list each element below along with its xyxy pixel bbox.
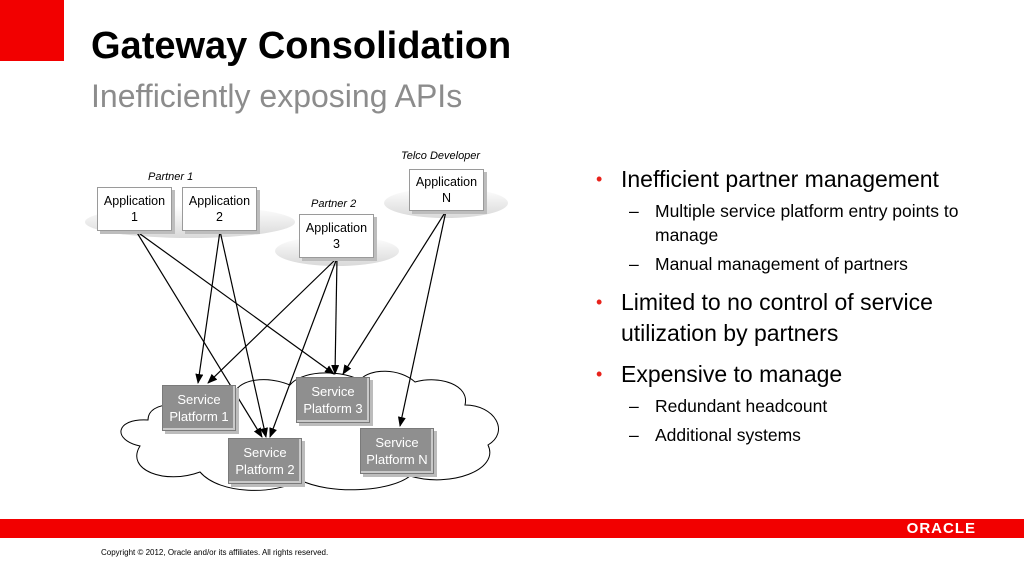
slide-subtitle: Inefficiently exposing APIs bbox=[91, 78, 463, 114]
bullet-item: • Limited to no control of service utiliz… bbox=[592, 287, 1002, 349]
dash-icon: – bbox=[629, 425, 639, 445]
sub-bullet-text: Redundant headcount bbox=[655, 396, 828, 416]
brand-corner-block bbox=[0, 0, 64, 61]
application-1-label: Application 1 bbox=[103, 194, 166, 224]
bullet-item: • Inefficient partner management bbox=[592, 164, 1002, 195]
gateway-diagram: Partner 1 Partner 2 Telco Developer Appl… bbox=[0, 0, 560, 520]
application-3-label: Application 3 bbox=[305, 221, 368, 251]
bullet-text: Expensive to manage bbox=[621, 361, 843, 387]
sub-bullet-item: –Multiple service platform entry points … bbox=[592, 199, 1002, 247]
connection-arrows bbox=[135, 210, 447, 438]
footer-red-bar bbox=[0, 519, 1024, 538]
service-platform-3-label: Service Platform 3 bbox=[303, 384, 363, 416]
application-n-label: Application N bbox=[415, 175, 478, 205]
bullet-dot-icon: • bbox=[596, 292, 603, 312]
partner1-label: Partner 1 bbox=[148, 171, 194, 183]
dash-icon: – bbox=[629, 201, 639, 221]
application-n: Application N bbox=[409, 169, 484, 211]
sub-bullet-item: –Redundant headcount bbox=[592, 394, 1002, 418]
service-platform-2-label: Service Platform 2 bbox=[235, 445, 295, 477]
dash-icon: – bbox=[629, 254, 639, 274]
service-platform-2: Service Platform 2 bbox=[228, 438, 302, 484]
sub-bullet-text: Multiple service platform entry points t… bbox=[655, 201, 959, 245]
service-platform-3: Service Platform 3 bbox=[296, 377, 370, 423]
slide-title: Gateway Consolidation bbox=[91, 25, 512, 67]
application-2-label: Application 2 bbox=[188, 194, 251, 224]
dash-icon: – bbox=[629, 396, 639, 416]
sub-bullet-item: –Manual management of partners bbox=[592, 252, 1002, 276]
application-2: Application 2 bbox=[182, 187, 257, 231]
bullet-text: Inefficient partner management bbox=[621, 166, 939, 192]
partner2-label: Partner 2 bbox=[311, 198, 357, 210]
service-platform-n-label: Service Platform N bbox=[366, 435, 428, 467]
bullet-dot-icon: • bbox=[596, 364, 603, 384]
sub-bullet-text: Additional systems bbox=[655, 425, 801, 445]
bullet-item: • Expensive to manage bbox=[592, 359, 1002, 390]
sub-bullet-text: Manual management of partners bbox=[655, 254, 908, 274]
bullet-list: •Inefficient partner management –Multipl… bbox=[592, 164, 1002, 452]
service-platform-n: Service Platform N bbox=[360, 428, 434, 474]
service-platform-1-label: Service Platform 1 bbox=[169, 392, 229, 424]
sub-bullet-item: –Additional systems bbox=[592, 423, 1002, 447]
copyright-notice: Copyright © 2012, Oracle and/or its affi… bbox=[101, 548, 329, 557]
bullet-dot-icon: • bbox=[596, 169, 603, 189]
telco-developer-label: Telco Developer bbox=[401, 150, 481, 162]
application-1: Application 1 bbox=[97, 187, 172, 231]
service-platform-1: Service Platform 1 bbox=[162, 385, 236, 431]
oracle-logo: ORACLE bbox=[906, 520, 976, 537]
application-3: Application 3 bbox=[299, 214, 374, 258]
bullet-text: Limited to no control of service utiliza… bbox=[621, 289, 933, 346]
